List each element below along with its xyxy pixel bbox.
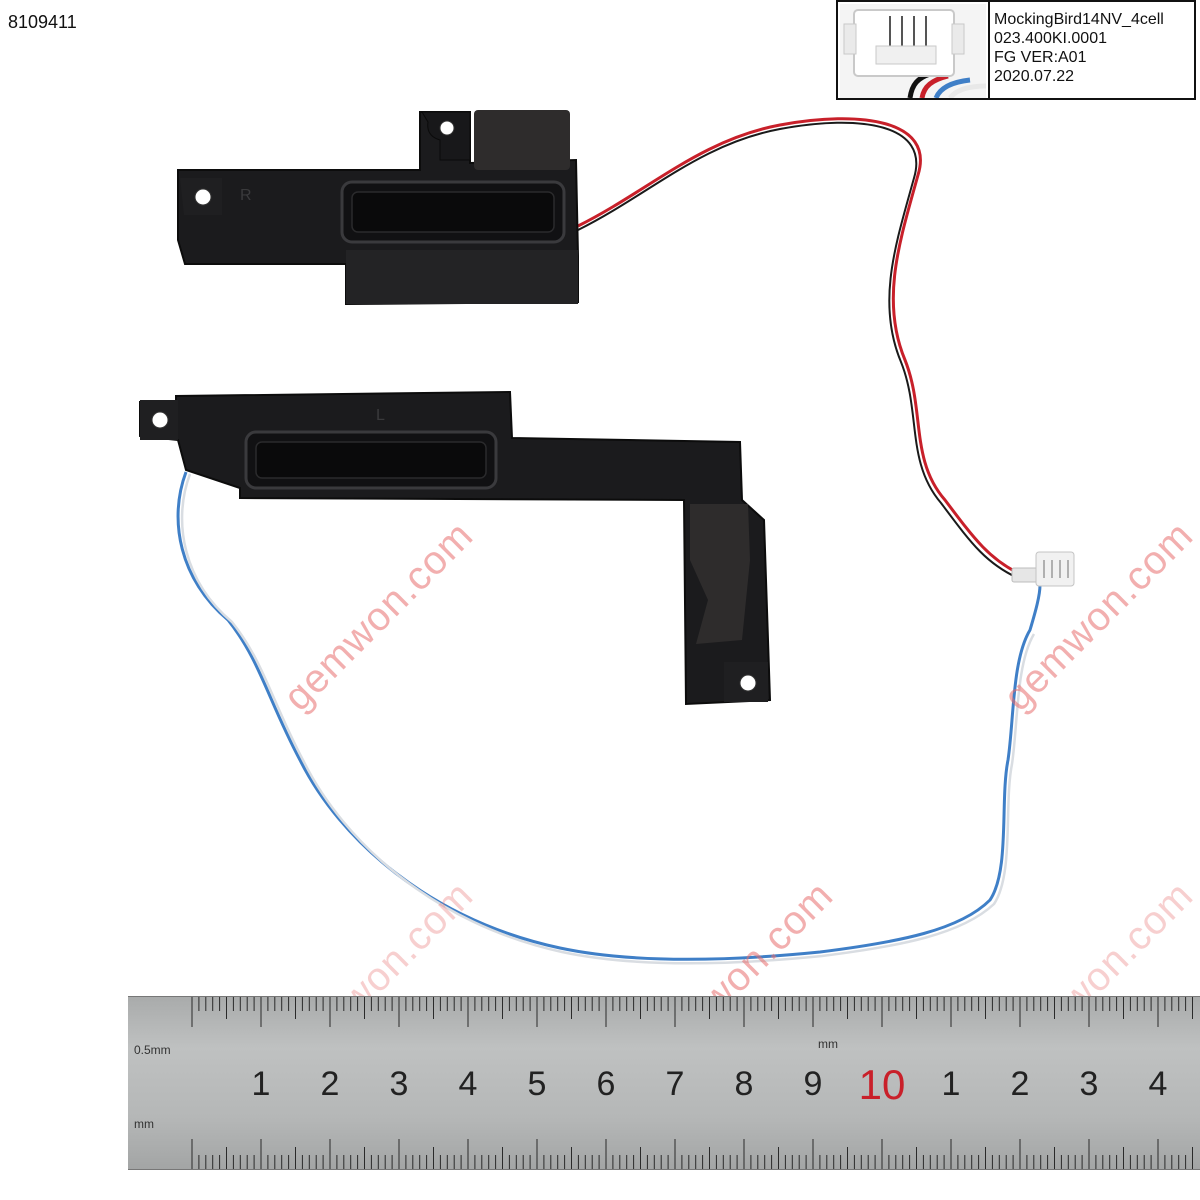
ruler-number: 8: [734, 1065, 754, 1103]
right-speaker-foam: [474, 110, 570, 170]
ruler-number: 2: [320, 1065, 340, 1103]
ruler-number: 6: [596, 1065, 616, 1103]
svg-text:R: R: [240, 187, 252, 204]
ruler-unit-bottom: mm: [134, 1117, 154, 1131]
black-wire: [577, 121, 1021, 580]
ruler-number: 3: [389, 1065, 409, 1103]
ruler-number: 1: [941, 1065, 961, 1103]
right-speaker: R: [177, 110, 579, 306]
product-sku: 8109411: [8, 12, 77, 32]
svg-text:L: L: [376, 407, 385, 424]
ruler-number: 4: [1148, 1065, 1168, 1103]
ruler-unit-mid: mm: [818, 1037, 838, 1051]
white-wire: [180, 473, 1036, 965]
label-part-number: 023.400KI.0001: [994, 30, 1107, 47]
label-date: 2020.07.22: [994, 68, 1075, 85]
blue-wire: [176, 471, 1042, 961]
product-label: MockingBird14NV_4cell 023.400KI.0001 FG …: [836, 0, 1196, 100]
ruler-number: 4: [458, 1065, 478, 1103]
connector-thumbnail: [840, 4, 986, 98]
ruler-number: 3: [1079, 1065, 1099, 1103]
label-version: FG VER:A01: [994, 49, 1087, 66]
ruler-number: 1: [251, 1065, 271, 1103]
ruler-number: 9: [803, 1065, 823, 1103]
ruler-unit-top: 0.5mm: [134, 1043, 171, 1057]
ruler-number: 7: [665, 1065, 685, 1103]
wire-connector: [1011, 551, 1075, 587]
left-speaker: L: [139, 390, 772, 706]
label-text: MockingBird14NV_4cell 023.400KI.0001 FG …: [994, 10, 1164, 86]
ruler-number: 5: [527, 1065, 547, 1103]
ruler: 0.5mm mm mm 1234567891012345: [128, 996, 1200, 1170]
label-divider: [988, 2, 990, 98]
label-model: MockingBird14NV_4cell: [994, 11, 1164, 28]
ruler-ticks: [191, 997, 1193, 1169]
left-speaker-foam: [690, 504, 750, 644]
ruler-number: 2: [1010, 1065, 1030, 1103]
ruler-number: 10: [858, 1061, 906, 1108]
red-wire: [577, 117, 1023, 577]
